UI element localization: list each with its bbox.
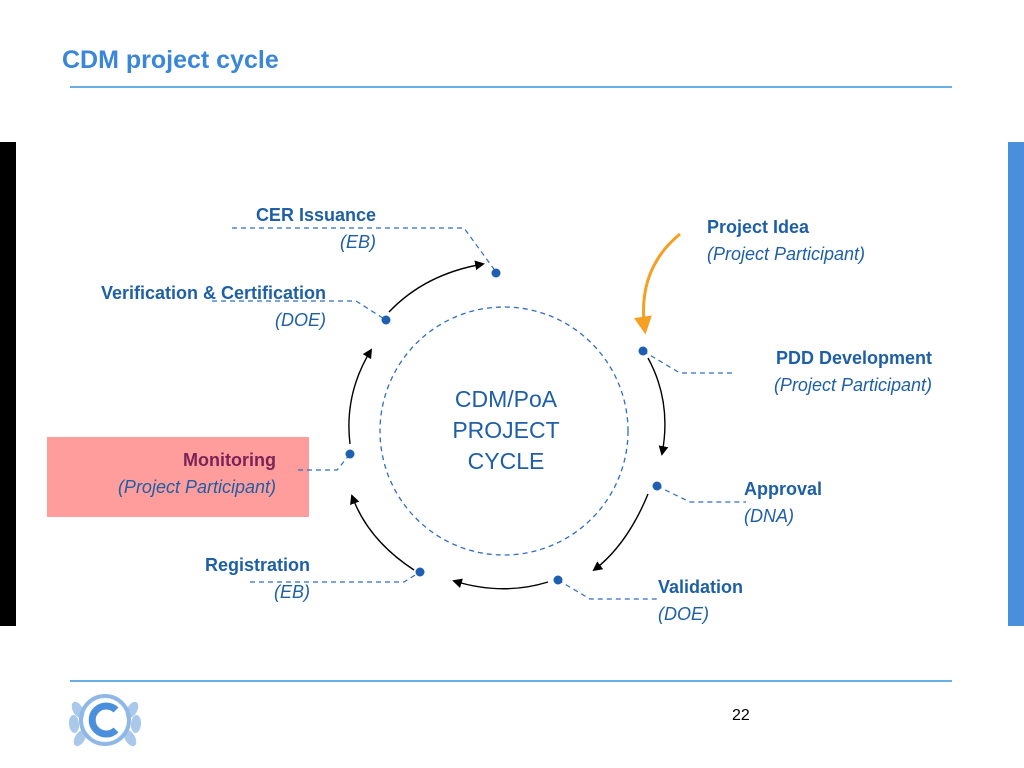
- node-verification: [381, 315, 391, 325]
- cycle-center-label: CDM/PoA PROJECT CYCLE: [420, 384, 592, 477]
- arrow-approval-to-validation: [592, 493, 649, 572]
- step-title: Approval: [744, 479, 823, 499]
- leader-registration: [250, 571, 421, 583]
- step-title: CER Issuance: [255, 205, 376, 225]
- page-number: 22: [732, 707, 750, 724]
- un-laurel-wreath-icon: [68, 694, 142, 747]
- step-actor: (Project Participant): [773, 375, 932, 395]
- leader-validation: [557, 579, 658, 600]
- leader-approval: [656, 485, 746, 503]
- step-registration: Registration (EB): [150, 552, 310, 606]
- node-validation: [553, 575, 563, 585]
- step-actor: (EB): [274, 582, 310, 602]
- step-pdd-development: PDD Development (Project Participant): [700, 345, 932, 399]
- node-pdd-development: [638, 346, 648, 356]
- step-title: Monitoring: [183, 450, 276, 470]
- step-actor: (Project Participant): [707, 244, 866, 264]
- top-divider: [70, 86, 952, 88]
- step-title: PDD Development: [775, 348, 932, 368]
- node-monitoring: [345, 449, 355, 459]
- start-arrow: [633, 232, 681, 335]
- step-actor: (DNA): [744, 506, 794, 526]
- center-line: CDM/PoA: [454, 386, 558, 412]
- step-actor: (DOE): [658, 604, 709, 624]
- arrow-validation-to-registration: [452, 578, 549, 590]
- node-cer-issuance: [491, 268, 501, 278]
- step-project-idea: Project Idea (Project Participant): [707, 214, 865, 268]
- step-title: Verification & Certification: [100, 283, 326, 303]
- step-actor: (Project Participant): [117, 477, 276, 497]
- step-approval: Approval (DNA): [744, 476, 822, 530]
- left-accent-bar: [0, 142, 16, 626]
- leader-verification: [212, 300, 387, 321]
- slide-title: CDM project cycle: [62, 46, 279, 74]
- step-verification: Verification & Certification (DOE): [36, 280, 326, 334]
- step-title: Validation: [658, 577, 744, 597]
- node-registration: [415, 567, 425, 577]
- step-monitoring: Monitoring (Project Participant): [60, 447, 276, 501]
- node-approval: [652, 481, 662, 491]
- center-line: CYCLE: [467, 448, 545, 474]
- right-accent-bar: [1008, 142, 1024, 626]
- step-cer-issuance: CER Issuance (EB): [196, 202, 376, 256]
- bottom-divider: [70, 680, 952, 682]
- monitoring-highlight-box: [47, 437, 309, 517]
- step-title: Project Idea: [707, 217, 810, 237]
- step-validation: Validation (DOE): [658, 574, 743, 628]
- cycle-center-circle: [379, 306, 629, 556]
- arrow-monitoring-to-verification: [348, 348, 373, 445]
- leader-monitoring: [298, 453, 351, 471]
- step-actor: (DOE): [275, 310, 326, 330]
- arrow-verification-to-cer: [388, 260, 485, 313]
- step-title: Registration: [204, 555, 310, 575]
- step-actor: (EB): [340, 232, 376, 252]
- center-line: PROJECT: [452, 417, 560, 443]
- arrow-pdd-to-approval: [647, 357, 669, 456]
- arrow-registration-to-monitoring: [350, 494, 415, 571]
